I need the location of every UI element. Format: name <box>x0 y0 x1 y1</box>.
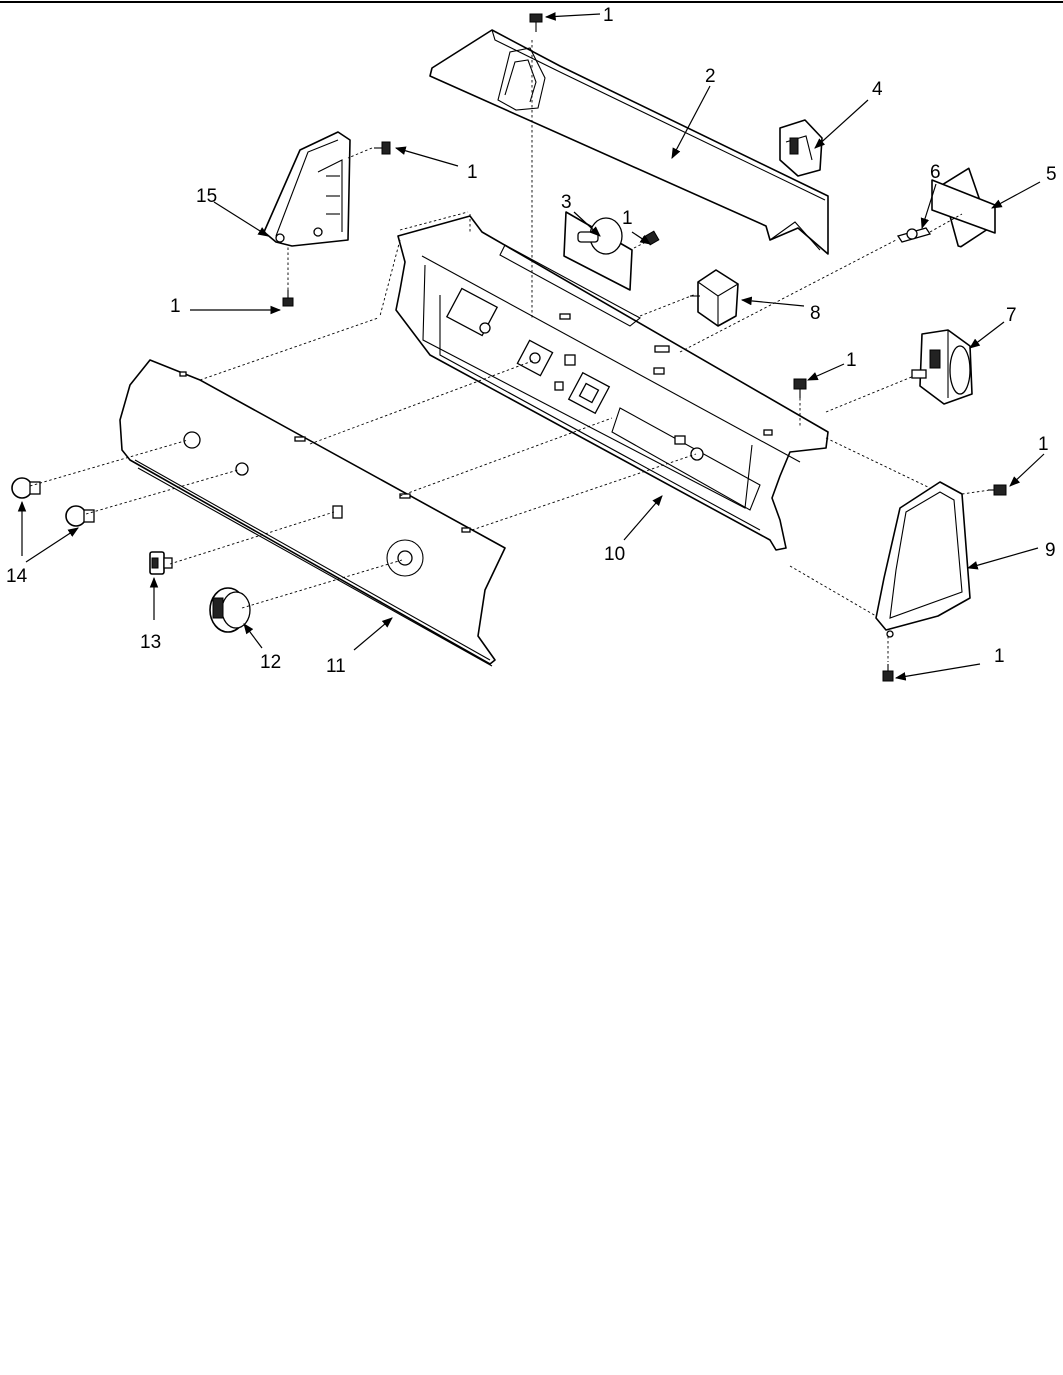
circuit-board <box>931 167 996 248</box>
callout-12: 12 <box>260 652 281 673</box>
callout-4: 4 <box>872 79 883 100</box>
left-end-cap <box>263 131 351 247</box>
callout-3: 3 <box>561 192 572 213</box>
leader-lines <box>17 12 1045 681</box>
callout-1-left-bottom: 1 <box>170 296 181 317</box>
assembly-lines <box>29 40 991 662</box>
right-end-cap <box>875 481 971 638</box>
callout-1-right-bottom: 1 <box>994 646 1005 667</box>
connector-pin <box>896 227 932 243</box>
buzzer-cube <box>690 269 739 327</box>
control-panel-back <box>395 215 829 551</box>
callout-8: 8 <box>810 303 821 324</box>
rotary-switch <box>209 587 251 633</box>
switch-block <box>779 119 823 177</box>
rocker-switch <box>149 551 173 575</box>
callout-15: 15 <box>196 186 217 207</box>
push-buttons <box>11 477 95 527</box>
callout-13: 13 <box>140 632 161 653</box>
console-top-cover <box>429 29 829 255</box>
callout-1-left-endcap: 1 <box>467 162 478 183</box>
callout-1-right-endcap: 1 <box>1038 434 1049 455</box>
callout-7: 7 <box>1006 305 1017 326</box>
callout-11: 11 <box>326 656 346 677</box>
front-console-panel <box>119 359 506 667</box>
callout-10: 10 <box>604 544 625 565</box>
callout-2: 2 <box>705 66 716 87</box>
screws <box>282 13 1007 682</box>
callout-6: 6 <box>930 162 941 183</box>
callout-1-knob3: 1 <box>622 208 633 229</box>
callout-14: 14 <box>6 566 28 587</box>
callout-labels: 1 2 4 1 15 6 5 3 1 1 8 7 1 1 9 10 14 13 … <box>6 5 1057 677</box>
callout-9: 9 <box>1045 540 1056 561</box>
timer-part <box>911 329 973 405</box>
callout-5: 5 <box>1046 164 1057 185</box>
callout-1-top: 1 <box>603 5 614 26</box>
callout-1-right-mid: 1 <box>846 350 857 371</box>
